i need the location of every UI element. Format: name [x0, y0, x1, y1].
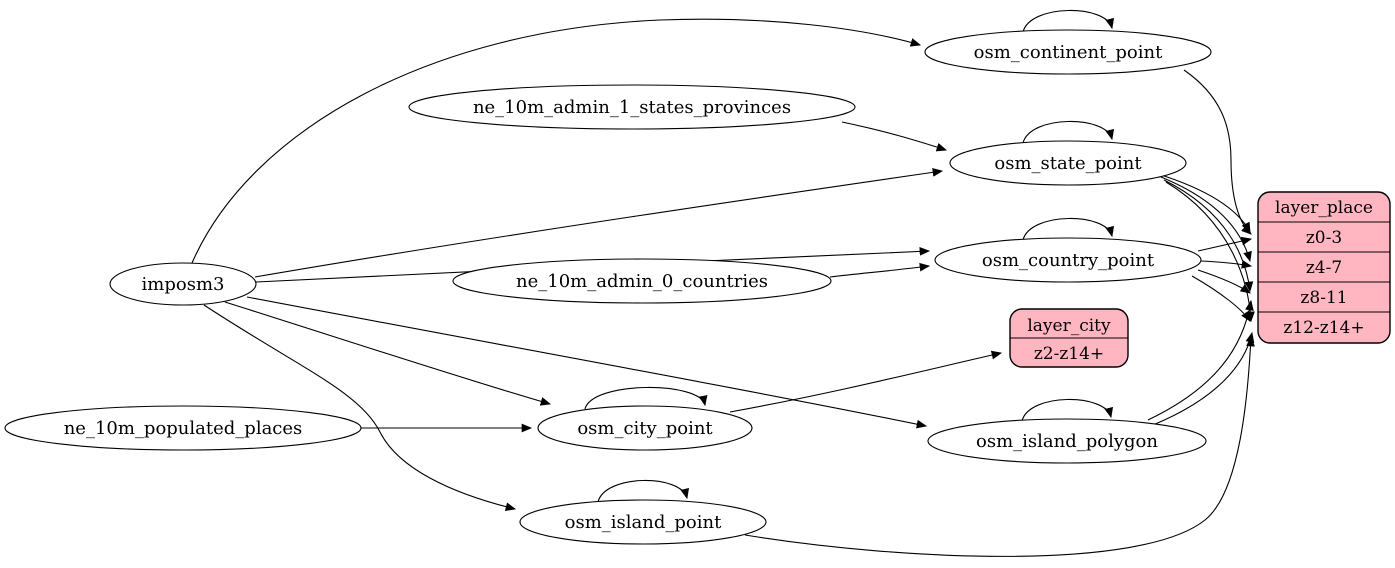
node-ne_10m_admin_0_countries-shape: [452, 258, 832, 304]
node-osm_city_point: osm_city_point: [537, 405, 753, 451]
self-loop-osm_city_point: [584, 386, 708, 410]
record-layer_place-row-z0-3: z0-3: [1306, 228, 1342, 248]
record-layer_place: layer_place z0-3 z4-7 z8-11 z12-z14+: [1257, 191, 1391, 344]
node-ne_10m_populated_places: ne_10m_populated_places: [4, 405, 362, 451]
edge-osm_continent_point-z0-3: [1183, 69, 1252, 235]
edge-ne_10m_admin_0_countries-osm_country_point: [829, 262, 931, 278]
edge-imposm3-osm_continent_point: [191, 18, 922, 264]
edge-osm_island_polygon-z12-z14: [1152, 331, 1255, 426]
node-osm_island_point-label: osm_island_point: [565, 512, 722, 533]
record-layer_city-row-z2-z14: z2-z14+: [1034, 344, 1104, 364]
edge-osm_city_point-layer_city: [729, 350, 1003, 413]
node-ne_10m_admin_0_countries: ne_10m_admin_0_countries: [452, 258, 832, 304]
node-osm_country_point: osm_country_point: [934, 237, 1202, 283]
node-ne_10m_populated_places-label: ne_10m_populated_places: [64, 418, 303, 439]
node-osm_continent_point: osm_continent_point: [924, 29, 1212, 75]
node-osm_island_polygon-label: osm_island_polygon: [976, 431, 1158, 452]
edge-osm_country_point-z4-7: [1200, 259, 1253, 269]
node-osm_state_point-shape: [949, 140, 1187, 186]
node-osm_city_point-shape: [537, 405, 753, 451]
node-ne_10m_populated_places-shape: [4, 405, 362, 451]
edge-osm_island_polygon-z8-11: [1147, 299, 1254, 421]
record-layer_place-box: [1257, 191, 1391, 344]
self-loop-osm_state_point: [1022, 120, 1114, 144]
self-loop-osm_country_point: [1022, 217, 1114, 241]
record-layer_city-title: layer_city: [1027, 316, 1111, 336]
node-osm_continent_point-label: osm_continent_point: [974, 42, 1163, 63]
self-loop-osm_island_polygon: [1021, 398, 1113, 422]
node-ne_10m_admin_1_states_provinces: ne_10m_admin_1_states_provinces: [408, 84, 856, 130]
node-ne_10m_admin_0_countries-label: ne_10m_admin_0_countries: [516, 271, 768, 292]
edge-ne_10m_admin_1_states_provinces-osm_state_point: [841, 121, 948, 152]
node-group: imposm3 ne_10m_admin_1_states_provinces …: [4, 29, 1212, 545]
edge-osm_state_point-z8-11: [1163, 179, 1254, 293]
self-loop-osm_continent_point: [1022, 9, 1114, 33]
node-osm_state_point: osm_state_point: [949, 140, 1187, 186]
record-layer_place-row-z8-11: z8-11: [1300, 288, 1347, 308]
edge-osm_state_point-z0-3: [1157, 173, 1251, 233]
node-osm_continent_point-shape: [924, 29, 1212, 75]
record-layer_place-title: layer_place: [1275, 198, 1373, 218]
edge-osm_country_point-z12-z14: [1191, 275, 1251, 322]
node-ne_10m_admin_1_states_provinces-shape: [408, 84, 856, 130]
node-imposm3-shape: [109, 262, 257, 306]
node-osm_island_polygon-shape: [927, 418, 1207, 464]
record-layer_place-row-z12-z14: z12-z14+: [1283, 318, 1364, 338]
node-osm_island_point-shape: [519, 499, 767, 545]
record-layer_place-row-z4-7: z4-7: [1306, 258, 1342, 278]
self-loop-osm_island_point: [597, 479, 689, 503]
node-osm_state_point-label: osm_state_point: [994, 153, 1142, 174]
node-osm_country_point-label: osm_country_point: [982, 250, 1155, 271]
node-ne_10m_admin_1_states_provinces-label: ne_10m_admin_1_states_provinces: [473, 97, 791, 118]
node-osm_country_point-shape: [934, 237, 1202, 283]
edge-imposm3-osm_island_point: [203, 304, 517, 512]
edge-imposm3-osm_city_point: [224, 301, 552, 406]
edge-osm_country_point-z8-11: [1197, 269, 1251, 294]
node-imposm3-label: imposm3: [142, 274, 225, 295]
record-layer_city: layer_city z2-z14+: [1009, 308, 1129, 368]
edge-group: [191, 9, 1255, 557]
edge-imposm3-osm_state_point: [254, 167, 944, 278]
edge-imposm3-osm_island_polygon: [246, 296, 928, 429]
edge-osm_state_point-z4-7: [1160, 176, 1252, 263]
node-osm_city_point-label: osm_city_point: [577, 418, 713, 439]
node-osm_island_point: osm_island_point: [519, 499, 767, 545]
node-imposm3: imposm3: [109, 262, 257, 306]
edge-osm_island_point-z12-z14: [744, 335, 1255, 557]
edge-osm_country_point-z0-3: [1197, 236, 1253, 252]
node-osm_island_polygon: osm_island_polygon: [927, 418, 1207, 464]
